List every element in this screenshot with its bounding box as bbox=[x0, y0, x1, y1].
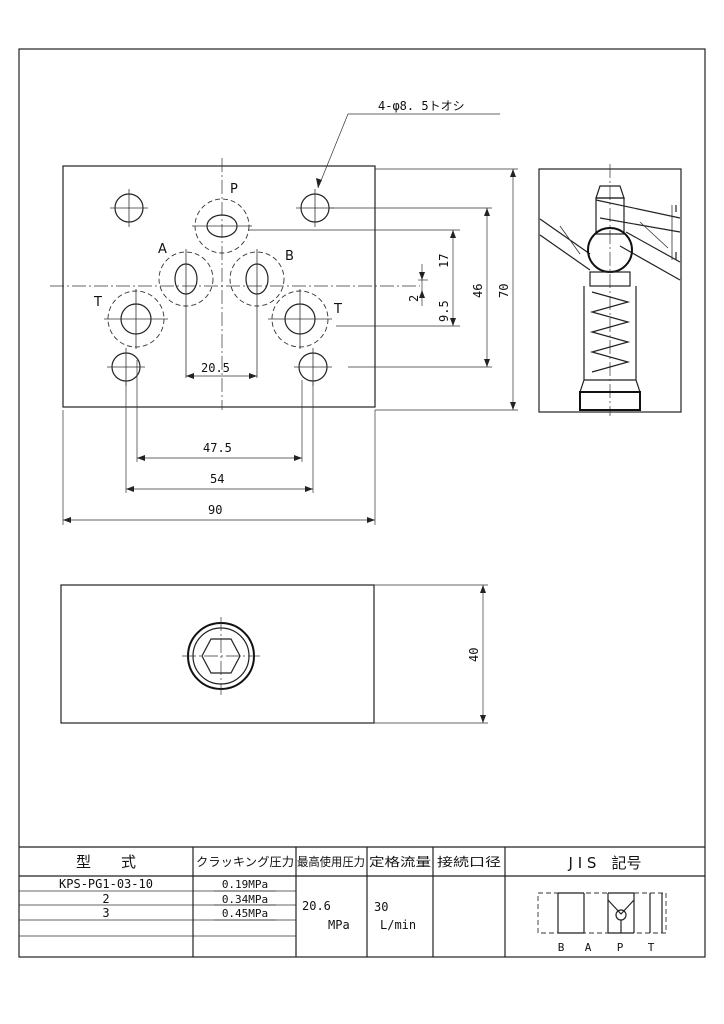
row-model: 3 bbox=[102, 906, 109, 920]
jis-symbol: B A P T bbox=[537, 892, 667, 954]
dim-20-5: 20.5 bbox=[201, 361, 230, 375]
dim-70: 70 bbox=[497, 284, 511, 298]
label-port-p: P bbox=[230, 182, 238, 197]
max-pressure-unit: MPa bbox=[328, 918, 350, 932]
port-b bbox=[229, 249, 285, 378]
header-rated-flow: 定格流量 bbox=[369, 854, 431, 869]
row-cracking: 0.19MPa bbox=[222, 878, 268, 891]
spec-table: 型 式 クラッキング圧力 最高使用圧力 定格流量 接続口径 J I S 記号 K… bbox=[19, 846, 705, 957]
port-p bbox=[192, 198, 252, 254]
hex-plug bbox=[182, 617, 260, 695]
dim-54: 54 bbox=[210, 472, 224, 486]
dim-40: 40 bbox=[467, 648, 481, 662]
jis-port-label: T bbox=[648, 941, 655, 954]
hole-note: 4-φ8. 5トオシ bbox=[378, 99, 465, 113]
dim-90: 90 bbox=[208, 503, 222, 517]
jis-port-label: A bbox=[585, 941, 592, 954]
header-model: 型 式 bbox=[76, 853, 136, 871]
row-cracking: 0.34MPa bbox=[222, 893, 268, 906]
max-pressure-value: 20.6 bbox=[302, 899, 331, 913]
rated-flow-unit: L/min bbox=[380, 918, 416, 932]
row-model: KPS-PG1-03-10 bbox=[59, 877, 153, 891]
mounting-hole bbox=[294, 348, 332, 386]
section-view bbox=[538, 164, 682, 416]
top-view-outline bbox=[62, 165, 376, 408]
row-cracking: 0.45MPa bbox=[222, 907, 268, 920]
label-port-a: A bbox=[158, 242, 167, 257]
header-max-pressure: 最高使用圧力 bbox=[297, 854, 365, 869]
jis-port-label: P bbox=[617, 941, 624, 954]
header-port-size: 接続口径 bbox=[437, 854, 501, 869]
header-cracking: クラッキング圧力 bbox=[196, 855, 294, 869]
dim-17: 17 bbox=[437, 254, 451, 268]
mounting-hole bbox=[110, 189, 148, 227]
label-port-t-right: T bbox=[333, 302, 342, 317]
port-a bbox=[158, 249, 214, 378]
jis-port-label: B bbox=[558, 941, 565, 954]
dim-47-5: 47.5 bbox=[203, 441, 232, 455]
port-t-right bbox=[268, 289, 332, 349]
front-view: 40 bbox=[60, 584, 488, 724]
label-port-t-left: T bbox=[93, 295, 102, 310]
dim-46: 46 bbox=[471, 284, 485, 298]
rated-flow-value: 30 bbox=[374, 900, 388, 914]
header-jis: J I S 記号 bbox=[568, 854, 642, 872]
label-port-b: B bbox=[285, 249, 294, 264]
mounting-hole bbox=[296, 189, 334, 227]
port-t-left bbox=[104, 289, 168, 349]
dim-2: 2 bbox=[407, 295, 421, 302]
front-view-outline bbox=[60, 584, 375, 724]
mounting-hole bbox=[107, 348, 145, 386]
row-model: 2 bbox=[102, 892, 109, 906]
sheet-frame bbox=[18, 48, 706, 958]
dim-9-5: 9.5 bbox=[437, 300, 451, 322]
top-view: P A B T T 4-φ8. 5トオシ 20.5 47.5 54 90 bbox=[50, 99, 518, 525]
